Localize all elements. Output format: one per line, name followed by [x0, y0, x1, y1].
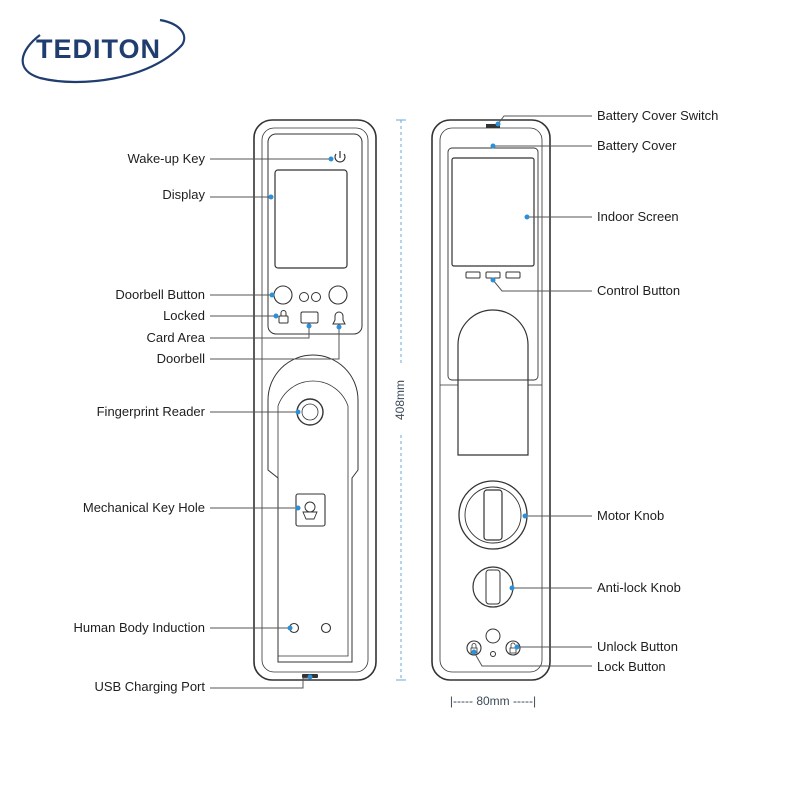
- brand-logo: TEDITON: [21, 18, 186, 84]
- label-wake-up-key: Wake-up Key: [127, 151, 205, 166]
- front-panel: [253, 119, 377, 681]
- motor-knob[interactable]: [458, 480, 528, 550]
- height-label: 408mm: [393, 380, 407, 420]
- label-battery-cover-switch: Battery Cover Switch: [597, 108, 718, 123]
- label-usb-charging-port: USB Charging Port: [94, 679, 205, 694]
- back-outer-body: [431, 119, 551, 681]
- key-hole-icon: [295, 493, 326, 527]
- width-dimension: |----- 80mm -----|: [450, 694, 536, 708]
- fingerprint-reader[interactable]: [296, 398, 324, 426]
- front-lower-inner: [277, 380, 349, 657]
- doorbell-button-right[interactable]: [328, 285, 348, 305]
- indicator-dot-2: [311, 292, 321, 302]
- bell-icon: [332, 311, 346, 325]
- unlock-button[interactable]: [505, 640, 521, 656]
- height-dimension: 408mm: [393, 119, 407, 681]
- card-area[interactable]: [300, 311, 319, 324]
- label-mechanical-key-hole: Mechanical Key Hole: [83, 500, 205, 515]
- back-callouts: Battery Cover Switch Battery Cover Indoo…: [471, 108, 718, 674]
- doorbell-button-left[interactable]: [273, 285, 293, 305]
- control-button-left[interactable]: [465, 271, 481, 279]
- battery-cover: [447, 147, 539, 381]
- front-inner-body: [261, 127, 369, 673]
- body-induction-sensor-right: [320, 622, 332, 634]
- control-button-right[interactable]: [505, 271, 521, 279]
- handle-housing: [457, 309, 529, 456]
- label-indoor-screen: Indoor Screen: [597, 209, 679, 224]
- control-button-middle[interactable]: [485, 271, 501, 279]
- anti-lock-knob[interactable]: [472, 566, 514, 608]
- label-card-area: Card Area: [146, 330, 205, 345]
- label-control-button: Control Button: [597, 283, 680, 298]
- fingerprint-sensor: [301, 403, 319, 421]
- power-icon[interactable]: [334, 151, 346, 163]
- label-battery-cover: Battery Cover: [597, 138, 677, 153]
- battery-cover-switch[interactable]: [486, 124, 500, 128]
- center-screw: [485, 628, 501, 644]
- label-unlock-button: Unlock Button: [597, 639, 678, 654]
- logo-swoosh: [21, 18, 186, 84]
- front-callouts: Wake-up Key Display Doorbell Button Lock…: [73, 151, 342, 694]
- label-anti-lock-knob: Anti-lock Knob: [597, 580, 681, 595]
- anti-lock-knob-grip: [485, 569, 501, 605]
- brand-name: TEDITON: [36, 34, 161, 64]
- label-doorbell: Doorbell: [157, 351, 206, 366]
- label-human-body-induction: Human Body Induction: [73, 620, 205, 635]
- indicator-dot-1: [299, 292, 309, 302]
- label-doorbell-button: Doorbell Button: [115, 287, 205, 302]
- label-fingerprint-reader: Fingerprint Reader: [97, 404, 206, 419]
- width-label: |----- 80mm -----|: [450, 694, 536, 708]
- front-upper-plate: [267, 133, 363, 335]
- padlock-icon: [278, 310, 289, 324]
- indoor-screen: [451, 157, 535, 267]
- motor-knob-grip: [483, 489, 503, 541]
- label-locked: Locked: [163, 308, 205, 323]
- back-inner-body: [439, 127, 543, 673]
- label-motor-knob: Motor Knob: [597, 508, 664, 523]
- label-display: Display: [162, 187, 205, 202]
- motor-knob-inner: [464, 486, 522, 544]
- front-display: [274, 169, 348, 269]
- front-outer-body: [253, 119, 377, 681]
- back-panel: [431, 119, 551, 681]
- label-lock-button: Lock Button: [597, 659, 666, 674]
- center-indicator: [490, 651, 496, 657]
